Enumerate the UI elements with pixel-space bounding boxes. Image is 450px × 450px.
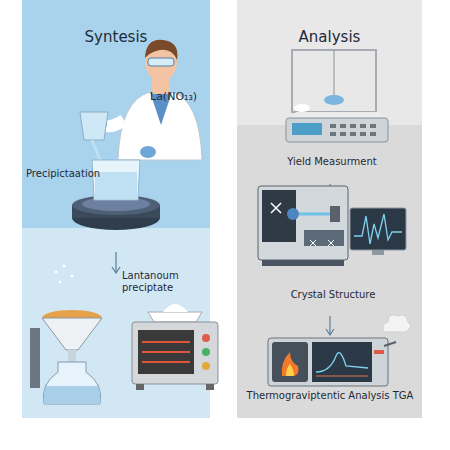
flow-arrow [326,316,334,335]
flow-arrow [112,252,120,273]
diffractometer [258,186,406,266]
step-label: Crystal Structure [258,289,408,301]
step-label: Precipictaation [26,168,110,180]
drying-oven [132,304,218,390]
balance [286,50,388,142]
tga-instrument [268,315,411,386]
step-label: Yield Measurment [262,156,402,168]
panel-title: Syntesis [22,28,210,46]
filter-funnel [30,265,102,405]
panel-title: Analysis [237,28,422,46]
step-label: Thermograviptentic Analysis TGA [240,390,420,402]
step-label: Lantanoum preciptate [122,270,208,294]
reagent-label: La(NO₁₃) [150,90,208,103]
